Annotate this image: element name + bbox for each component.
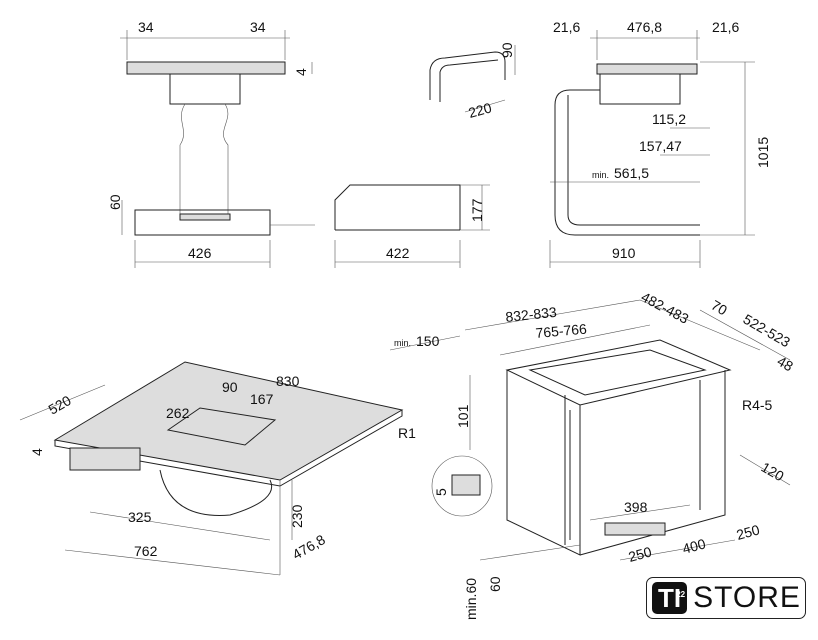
dim-label: 765-766 [535,321,588,341]
dim-label: 250 [735,521,762,543]
dim-label: 830 [276,373,300,389]
dim-label: R1 [398,425,416,441]
dim-label: 21,6 [712,19,739,35]
dim-label: 34 [250,19,266,35]
dim-label: 4 [293,68,309,76]
dim-label: 60 [487,576,503,592]
dim-label: 157,47 [639,138,682,154]
view-side-duct [549,30,755,268]
dim-label: 422 [386,245,410,261]
view-hob-perspective [19,361,404,576]
dim-label: 60 [107,194,123,210]
dim-label: 426 [188,245,212,261]
dim-label: 90 [499,42,515,58]
dim-label: 70 [709,297,731,319]
dim-label: 398 [624,499,648,515]
dim-label: 230 [289,504,305,528]
dim-label: 5 [433,488,449,496]
dim-label: 520 [46,392,74,418]
dim-label: 832-833 [505,304,558,325]
dim-label: 167 [250,391,274,407]
dim-label: 220 [467,99,494,121]
dim-label: 34 [138,19,154,35]
logo-ti-text: TI [658,583,682,613]
dim-label: 325 [128,509,152,525]
dim-label: 482-483 [639,289,692,327]
dim-label: 561,5 [614,165,649,181]
dim-label: 522-523 [741,311,794,351]
dim-label: min. [592,170,609,180]
dim-label: 90 [222,379,238,395]
dim-label: 4 [29,448,45,456]
dim-label: 262 [166,405,190,421]
dim-label: min. [394,338,411,348]
dim-label: 21,6 [553,19,580,35]
dim-label: R4-5 [742,397,773,413]
logo-store-text: STORE [693,581,801,614]
dim-label: 762 [134,543,158,559]
dim-label: 476,8 [627,19,662,35]
dim-label: 150 [416,333,440,349]
dim-label: 177 [469,198,485,222]
dim-label: 101 [455,404,471,428]
dim-label: 400 [681,535,708,557]
dim-label: 1015 [755,137,771,168]
dim-label: 115,2 [652,111,686,127]
dim-label: 476,8 [290,531,329,562]
logo-sup: 22 [676,590,686,599]
dim-label: 250 [627,543,654,565]
view-cabinet-perspective [389,299,791,561]
view-front-hob-duct [120,30,315,268]
dim-label: 48 [775,353,797,375]
dim-label: 910 [612,245,636,261]
dim-label: min.60 [463,578,479,620]
view-duct-elements [334,45,516,268]
